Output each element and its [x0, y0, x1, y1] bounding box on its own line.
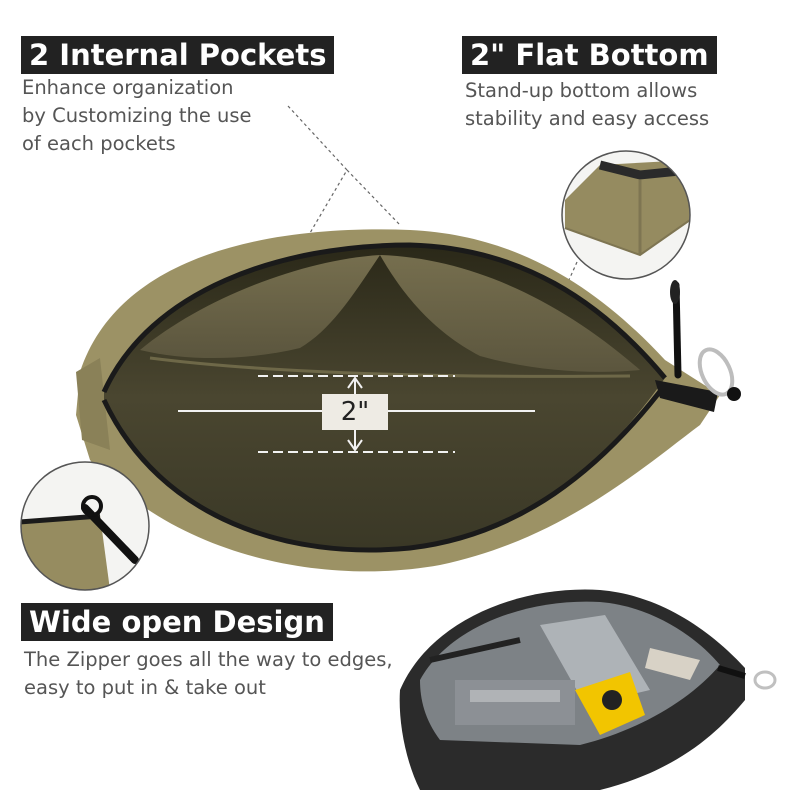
description-line: by Customizing the use — [22, 104, 252, 127]
dimension-label: 2" — [322, 394, 388, 430]
main-bag — [76, 229, 741, 572]
flat-bottom-inset — [561, 150, 691, 280]
description-line: stability and easy access — [465, 107, 710, 130]
feature-title-wide-open-design: Wide open Design — [21, 603, 333, 641]
description-line: easy to put in & take out — [24, 676, 266, 699]
description-line: Enhance organization — [22, 76, 234, 99]
feature-description-flat-bottom: Stand-up bottom allows stability and eas… — [465, 77, 709, 133]
feature-description-internal-pockets: Enhance organization by Customizing the … — [22, 74, 252, 158]
black-bag-with-tools — [399, 589, 777, 790]
zipper-end-inset — [20, 461, 150, 591]
description-line: Stand-up bottom allows — [465, 79, 698, 102]
feature-description-wide-open-design: The Zipper goes all the way to edges, ea… — [24, 646, 393, 702]
description-line: of each pockets — [22, 132, 176, 155]
feature-title-flat-bottom: 2" Flat Bottom — [462, 36, 717, 74]
feature-title-internal-pockets: 2 Internal Pockets — [21, 36, 335, 74]
description-line: The Zipper goes all the way to edges, — [24, 648, 393, 671]
